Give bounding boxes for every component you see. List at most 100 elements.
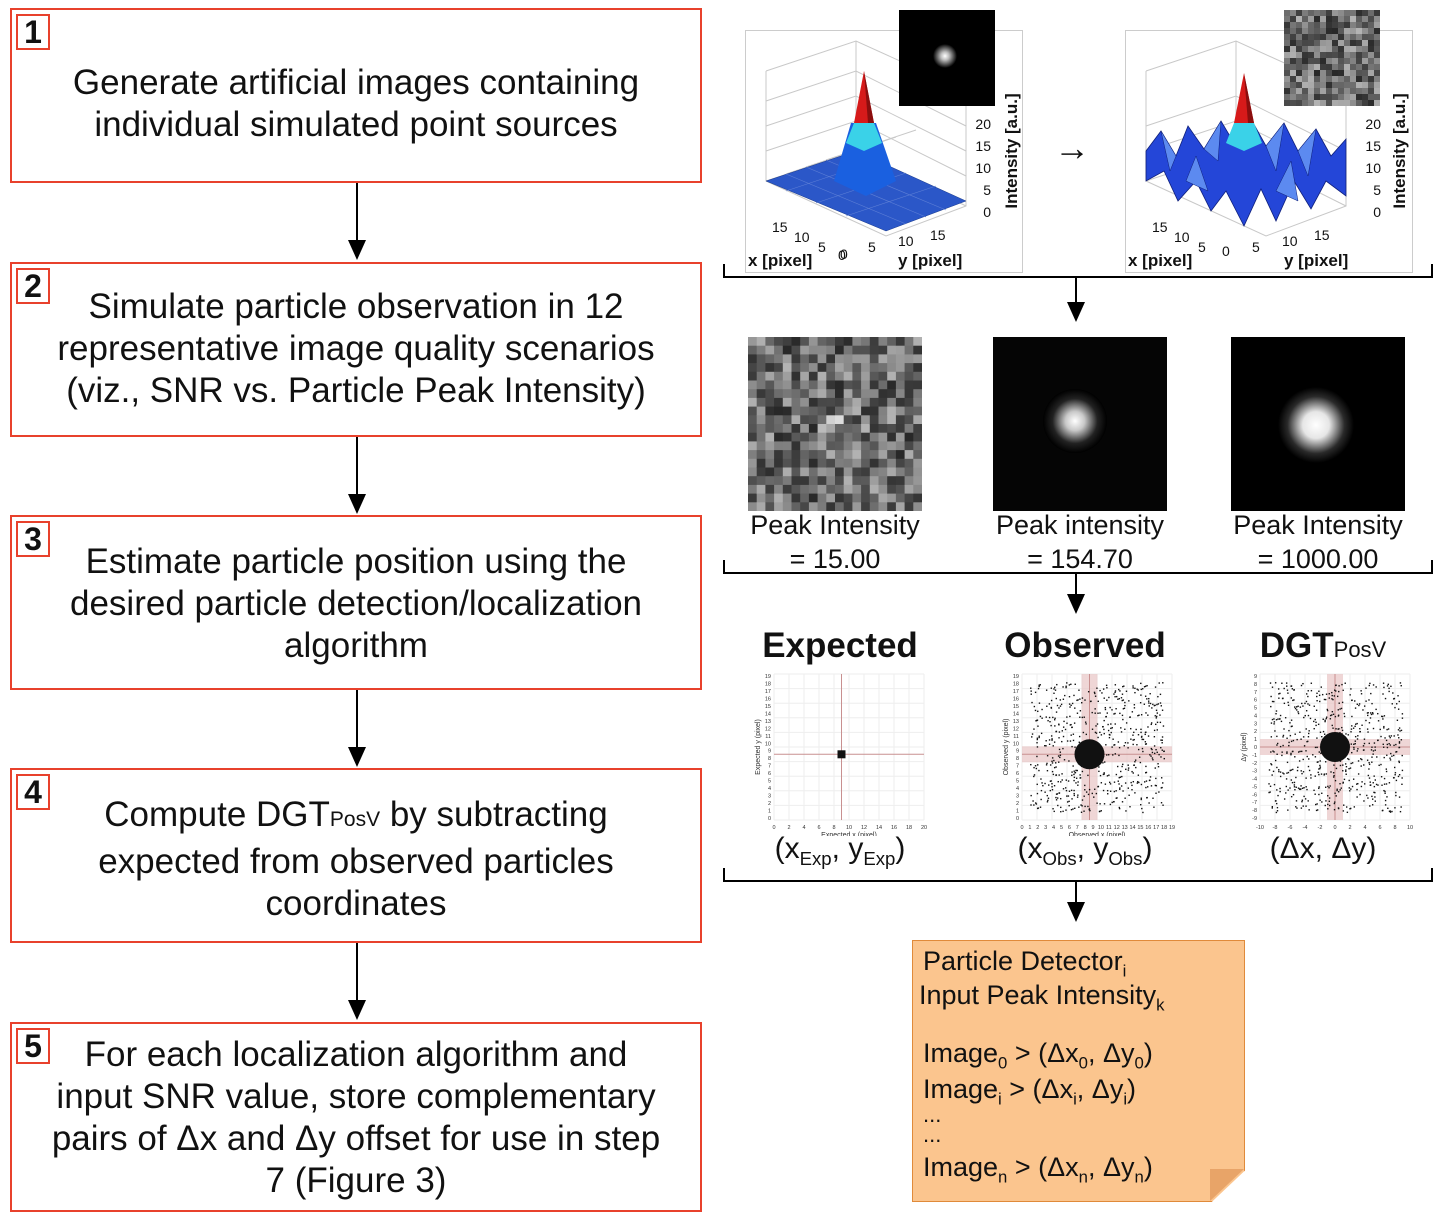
x-tick-label: 4	[1363, 825, 1366, 831]
noise-pixel	[800, 493, 810, 503]
noise-pixel	[869, 415, 879, 425]
z-axis-label: Intensity [a.u.]	[1002, 93, 1021, 209]
noise-pixel	[861, 493, 871, 503]
noise-pixel	[1338, 40, 1345, 47]
scatter-point	[1100, 782, 1103, 784]
noise-pixel	[869, 502, 879, 511]
scatter-point	[1295, 706, 1298, 708]
noise-pixel	[1296, 64, 1303, 71]
noise-pixel	[887, 441, 897, 451]
scatter-point	[1307, 695, 1309, 698]
scatter-point	[1313, 789, 1315, 792]
scatter-point	[1348, 787, 1350, 789]
noise-pixel	[791, 450, 801, 460]
noise-pixel	[1314, 94, 1321, 101]
y-tick-label: 11	[1013, 734, 1019, 740]
scatter-point	[1131, 784, 1133, 787]
scatter-point	[1381, 715, 1384, 718]
scatter-point	[1333, 802, 1336, 805]
scatter-point	[1368, 684, 1370, 687]
noise-pixel	[1338, 64, 1345, 71]
scatter-point	[1307, 740, 1309, 743]
noise-pixel	[878, 380, 888, 390]
noise-pixel	[852, 502, 862, 511]
scatter-point	[1329, 714, 1332, 717]
y-tick-label: 7	[768, 764, 771, 770]
scatter-point	[1309, 717, 1312, 720]
surface-plot-noisy-graphic	[1145, 40, 1347, 237]
scatter-point	[1378, 764, 1380, 767]
scatter-point	[1333, 808, 1336, 811]
noise-pixel	[1362, 100, 1369, 106]
scatter-point	[1094, 695, 1097, 697]
noise-pixel	[1338, 94, 1345, 101]
y-tick-label: 7	[1016, 764, 1019, 770]
y-tick-label: 19	[1013, 674, 1019, 680]
noise-pixel	[913, 502, 922, 511]
y-tick-label: 4	[768, 786, 771, 792]
scatter-point	[1380, 776, 1383, 778]
noise-pixel	[852, 345, 862, 355]
noise-pixel	[843, 467, 853, 477]
noise-pixel	[826, 371, 836, 381]
scatter-point	[1285, 682, 1288, 684]
scatter-point	[1058, 737, 1060, 739]
scatter-point	[1039, 806, 1042, 808]
scatter-point	[1317, 723, 1320, 726]
scatter-point	[1335, 684, 1337, 687]
scatter-point	[1352, 778, 1355, 780]
scatter-point	[1395, 791, 1397, 794]
noise-pixel	[782, 484, 792, 495]
scatter-point	[1394, 766, 1396, 769]
scatter-point	[1382, 746, 1385, 748]
scatter-point	[1045, 689, 1048, 691]
scatter-point	[1073, 770, 1075, 772]
group-bracket	[723, 560, 1433, 574]
noise-pixel	[1320, 82, 1327, 89]
noise-pixel	[1296, 100, 1303, 106]
noise-pixel	[774, 502, 784, 511]
scatter-point	[1038, 735, 1040, 737]
scatter-point	[1098, 770, 1100, 773]
scatter-point	[1085, 733, 1088, 736]
noise-pixel	[1332, 16, 1339, 23]
noise-pixel	[887, 345, 897, 355]
noise-pixel	[913, 406, 922, 416]
noise-pixel	[878, 458, 888, 468]
noise-pixel	[895, 371, 906, 381]
scatter-point	[1048, 784, 1050, 786]
scatter-point	[1046, 801, 1049, 803]
scatter-point	[1149, 702, 1152, 705]
scatter-point	[1105, 684, 1108, 687]
scatter-point	[1271, 686, 1274, 688]
scatter-point	[1345, 770, 1347, 773]
y-tick-label: -8	[1252, 808, 1257, 814]
scatter-point	[1322, 718, 1324, 720]
noise-pixel	[1326, 100, 1333, 106]
noise-pixel	[765, 389, 775, 399]
noise-pixel	[1338, 16, 1345, 23]
flow-arrow-line	[356, 437, 358, 497]
y-tick-label: 3	[1254, 721, 1257, 727]
scatter-point	[1073, 694, 1075, 697]
noise-pixel	[756, 389, 766, 399]
scatter-point	[1111, 801, 1113, 804]
scatter-point	[1145, 765, 1147, 768]
scatter-point	[1127, 769, 1130, 771]
noise-pixel	[1350, 34, 1357, 41]
scatter-point	[1343, 778, 1346, 781]
scatter-point	[1073, 779, 1075, 782]
flow-arrow-line	[1075, 574, 1077, 594]
noise-pixel	[913, 354, 922, 364]
noise-pixel	[1314, 22, 1321, 29]
scatter-point	[1302, 682, 1304, 685]
scatter-point	[1401, 713, 1404, 715]
scatter-point	[1386, 754, 1388, 756]
scatter-point	[1335, 795, 1337, 797]
scatter-point	[1276, 810, 1279, 812]
scatter-point	[1111, 746, 1113, 748]
scatter-point	[1136, 782, 1139, 784]
scatter-point	[1395, 751, 1397, 753]
scatter-point	[1113, 790, 1116, 793]
